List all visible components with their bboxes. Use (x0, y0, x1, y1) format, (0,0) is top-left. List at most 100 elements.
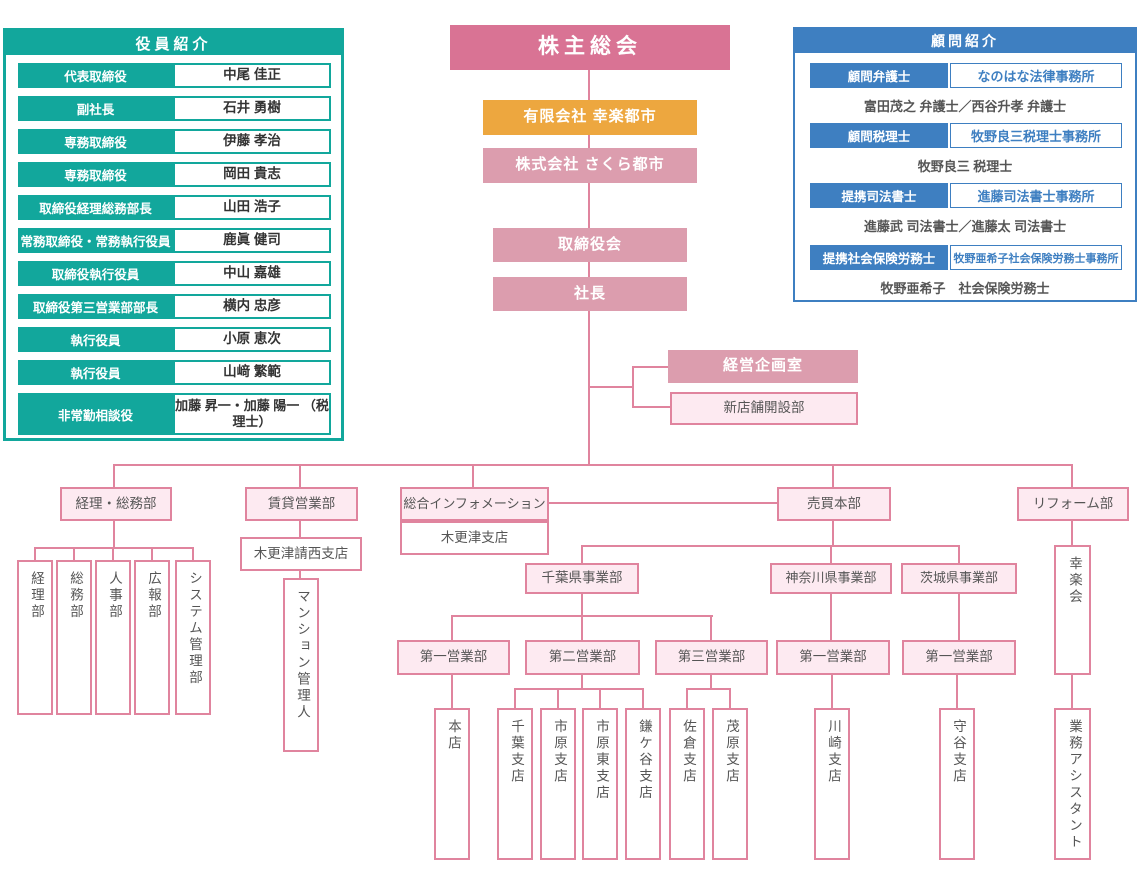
connector-line (642, 688, 644, 708)
officers-panel: 役員紹介 代表取締役 中尾 佳正 副社長 石井 勇樹 専務取締役 伊藤 孝治 専… (3, 28, 344, 441)
connector-line (958, 594, 960, 640)
node-kisarazu-branch: 木更津支店 (400, 521, 549, 555)
advisor-members: 富田茂之 弁護士／西谷升孝 弁護士 (863, 98, 1067, 114)
connector-line (299, 464, 301, 487)
connector-line (113, 521, 115, 548)
node-sales-hq: 売買本部 (777, 487, 891, 521)
connector-line (710, 615, 712, 640)
connector-line (451, 615, 453, 640)
node-branch: 佐倉支店 (669, 708, 705, 860)
connector-line (549, 502, 777, 504)
node-moriya-branch: 守谷支店 (939, 708, 975, 860)
connector-line (599, 688, 601, 708)
connector-line (710, 675, 712, 690)
node-branch: 茂原支店 (712, 708, 748, 860)
officer-role: 取締役執行役員 (18, 261, 173, 286)
node-board-of-directors: 取締役会 (493, 228, 687, 262)
node-kanagawa-division: 神奈川県事業部 (770, 563, 892, 594)
officer-name: 山﨑 繁範 (173, 360, 331, 385)
connector-line (632, 406, 670, 408)
connector-line (1071, 464, 1073, 487)
officer-role: 非常勤相談役 (18, 393, 173, 435)
advisor-firm: なのはな法律事務所 (950, 63, 1122, 88)
officer-name: 横内 忠彦 (173, 294, 331, 319)
connector-line (830, 594, 832, 640)
officer-name: 小原 恵次 (173, 327, 331, 352)
advisor-role: 顧問弁護士 (810, 63, 948, 88)
connector-line (831, 675, 833, 708)
advisors-panel-title: 顧問紹介 (795, 29, 1135, 53)
connector-line (729, 688, 731, 708)
node-branch: 市原東支店 (582, 708, 618, 860)
connector-line (1071, 521, 1073, 545)
officer-role: 専務取締役 (18, 162, 173, 187)
node-chiba-sales3: 第三営業部 (655, 640, 768, 675)
officer-role: 取締役第三営業部部長 (18, 294, 173, 319)
connector-line (192, 547, 194, 560)
officer-name: 岡田 貴志 (173, 162, 331, 187)
advisor-firm: 進藤司法書士事務所 (950, 183, 1122, 208)
connector-line (113, 464, 115, 487)
connector-line (472, 464, 474, 487)
node-kanagawa-sales1: 第一営業部 (776, 640, 890, 675)
connector-line (686, 688, 688, 708)
connector-line (832, 521, 834, 547)
officer-name: 伊藤 孝治 (173, 129, 331, 154)
connector-line (151, 547, 153, 560)
officer-name: 石井 勇樹 (173, 96, 331, 121)
advisor-firm: 牧野良三税理士事務所 (950, 123, 1122, 148)
node-gyomu-assistant: 業務アシスタント (1054, 708, 1091, 860)
advisor-members: 進藤武 司法書士／進藤太 司法書士 (863, 218, 1067, 234)
node-accounting-general-dept: 経理・総務部 (60, 487, 172, 521)
node-chiba-sales2: 第二営業部 (525, 640, 640, 675)
advisor-role: 提携司法書士 (810, 183, 948, 208)
node-chiba-division: 千葉県事業部 (525, 563, 639, 594)
officers-panel-title: 役員紹介 (6, 31, 341, 55)
node-mansion-manager: マンション管理人 (283, 578, 319, 752)
advisor-members: 牧野良三 税理士 (917, 158, 1013, 174)
node-chiba-sales1: 第一営業部 (397, 640, 510, 675)
node-kisarazu-uzai-branch: 木更津請西支店 (240, 537, 362, 571)
connector-line (581, 615, 583, 640)
node-shareholders-meeting: 株主総会 (450, 25, 730, 70)
node-accounting-subdept: 経理部 (17, 560, 53, 715)
connector-line (588, 386, 634, 388)
advisors-panel: 顧問紹介 顧問弁護士 なのはな法律事務所 富田茂之 弁護士／西谷升孝 弁護士 顧… (793, 27, 1137, 302)
officer-name: 加藤 昇一・加藤 陽一 （税理士） (173, 393, 331, 435)
officer-role: 代表取締役 (18, 63, 173, 88)
officer-role: 副社長 (18, 96, 173, 121)
connector-line (581, 545, 960, 547)
connector-line (299, 571, 301, 578)
officer-role: 取締役経理総務部長 (18, 195, 173, 220)
connector-line (34, 547, 36, 560)
connector-line (830, 545, 832, 563)
connector-line (588, 183, 590, 228)
officer-name: 山田 浩子 (173, 195, 331, 220)
connector-line (588, 262, 590, 277)
connector-line (113, 464, 1073, 466)
officer-name: 鹿眞 健司 (173, 228, 331, 253)
connector-line (588, 135, 590, 148)
connector-line (112, 547, 114, 560)
node-kawasaki-branch: 川崎支店 (814, 708, 850, 860)
connector-line (588, 311, 590, 465)
node-accounting-subdept: 広報部 (134, 560, 170, 715)
officer-role: 常務取締役・常務執行役員 (18, 228, 173, 253)
advisor-members: 牧野亜希子 社会保険労務士 (880, 280, 1050, 296)
node-company: 株式会社 さくら都市 (483, 148, 697, 183)
connector-line (632, 366, 668, 368)
connector-line (581, 675, 583, 690)
connector-line (73, 547, 75, 560)
node-leasing-dept: 賃貸営業部 (245, 487, 358, 521)
node-ibaraki-division: 茨城県事業部 (901, 563, 1017, 594)
node-branch: 市原支店 (540, 708, 576, 860)
connector-line (581, 545, 583, 563)
connector-line (632, 366, 634, 408)
node-reform-dept: リフォーム部 (1017, 487, 1129, 521)
node-new-store-dept: 新店舗開設部 (670, 392, 858, 425)
connector-line (299, 521, 301, 537)
node-branch: 千葉支店 (497, 708, 533, 860)
connector-line (1071, 675, 1073, 708)
officer-role: 執行役員 (18, 360, 173, 385)
